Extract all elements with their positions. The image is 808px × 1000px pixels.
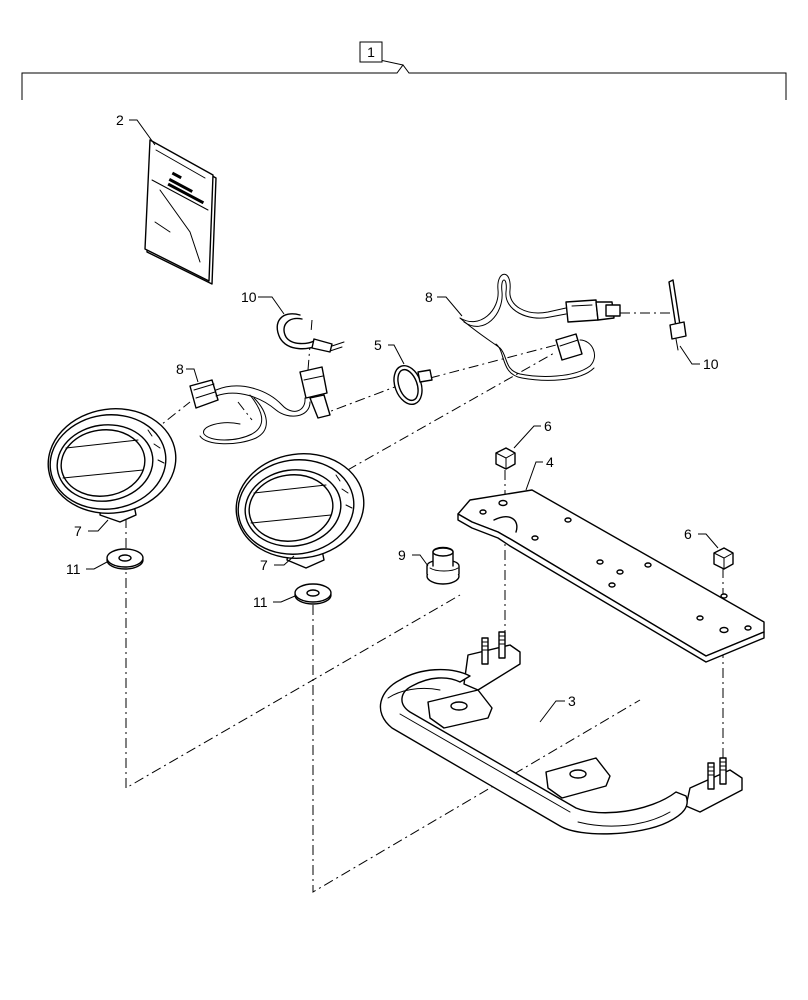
cable-tie-right: [668, 279, 687, 351]
callout-3-group: 3: [539, 693, 576, 723]
step-bar: [379, 631, 743, 835]
cable-tie-left: [276, 313, 345, 353]
washer-right: [294, 583, 332, 605]
callout-7-left: 7: [74, 523, 82, 539]
callout-6-right: 6: [684, 526, 692, 542]
callout-10-left: 10: [241, 289, 257, 305]
callout-10-left-group: 10: [241, 289, 285, 315]
callout-3: 3: [568, 693, 576, 709]
work-light-left: [47, 408, 177, 523]
manual-booklet: [144, 139, 217, 285]
callout-7-left-group: 7: [74, 519, 109, 539]
callout-8-left: 8: [176, 361, 184, 377]
callout-2-group: 2: [116, 112, 156, 146]
nut-left: [495, 447, 516, 470]
callout-5: 5: [374, 337, 382, 353]
rubber-grommet: [426, 546, 460, 585]
callout-6-right-group: 6: [684, 526, 719, 549]
bracket-plate: [457, 489, 765, 663]
callout-9-group: 9: [398, 547, 429, 567]
callout-10-right: 10: [703, 356, 719, 372]
callout-2: 2: [116, 112, 124, 128]
callout-11-left-group: 11: [66, 561, 108, 577]
callout-8-right: 8: [425, 289, 433, 305]
callout-11-right: 11: [253, 594, 268, 610]
harness-right: [459, 273, 621, 381]
cable-clip: [393, 364, 433, 406]
callout-6-left-group: 6: [513, 418, 552, 449]
callout-4: 4: [546, 454, 554, 470]
washer-left: [106, 548, 144, 570]
callout-7-right-group: 7: [260, 555, 295, 573]
callout-5-group: 5: [374, 337, 405, 365]
assembly-leader: [379, 59, 404, 66]
assembly-callout-box: [359, 41, 383, 63]
callout-8-left-group: 8: [176, 361, 199, 383]
nut-right: [713, 547, 734, 570]
callout-7-right: 7: [260, 557, 268, 573]
callout-1: 1: [367, 44, 375, 60]
assembly-bracket: [21, 64, 787, 100]
callout-11-right-group: 11: [253, 594, 296, 610]
callout-10-right-group: 10: [679, 345, 719, 372]
harness-left: [189, 366, 331, 445]
assembly-callout: 1: [21, 41, 787, 100]
callout-8-right-group: 8: [425, 289, 463, 317]
callout-6-left: 6: [544, 418, 552, 434]
callout-11-left: 11: [66, 561, 81, 577]
callout-9: 9: [398, 547, 406, 563]
alignment-lines: [125, 312, 724, 893]
work-light-right: [235, 453, 365, 569]
callout-4-group: 4: [525, 454, 554, 491]
